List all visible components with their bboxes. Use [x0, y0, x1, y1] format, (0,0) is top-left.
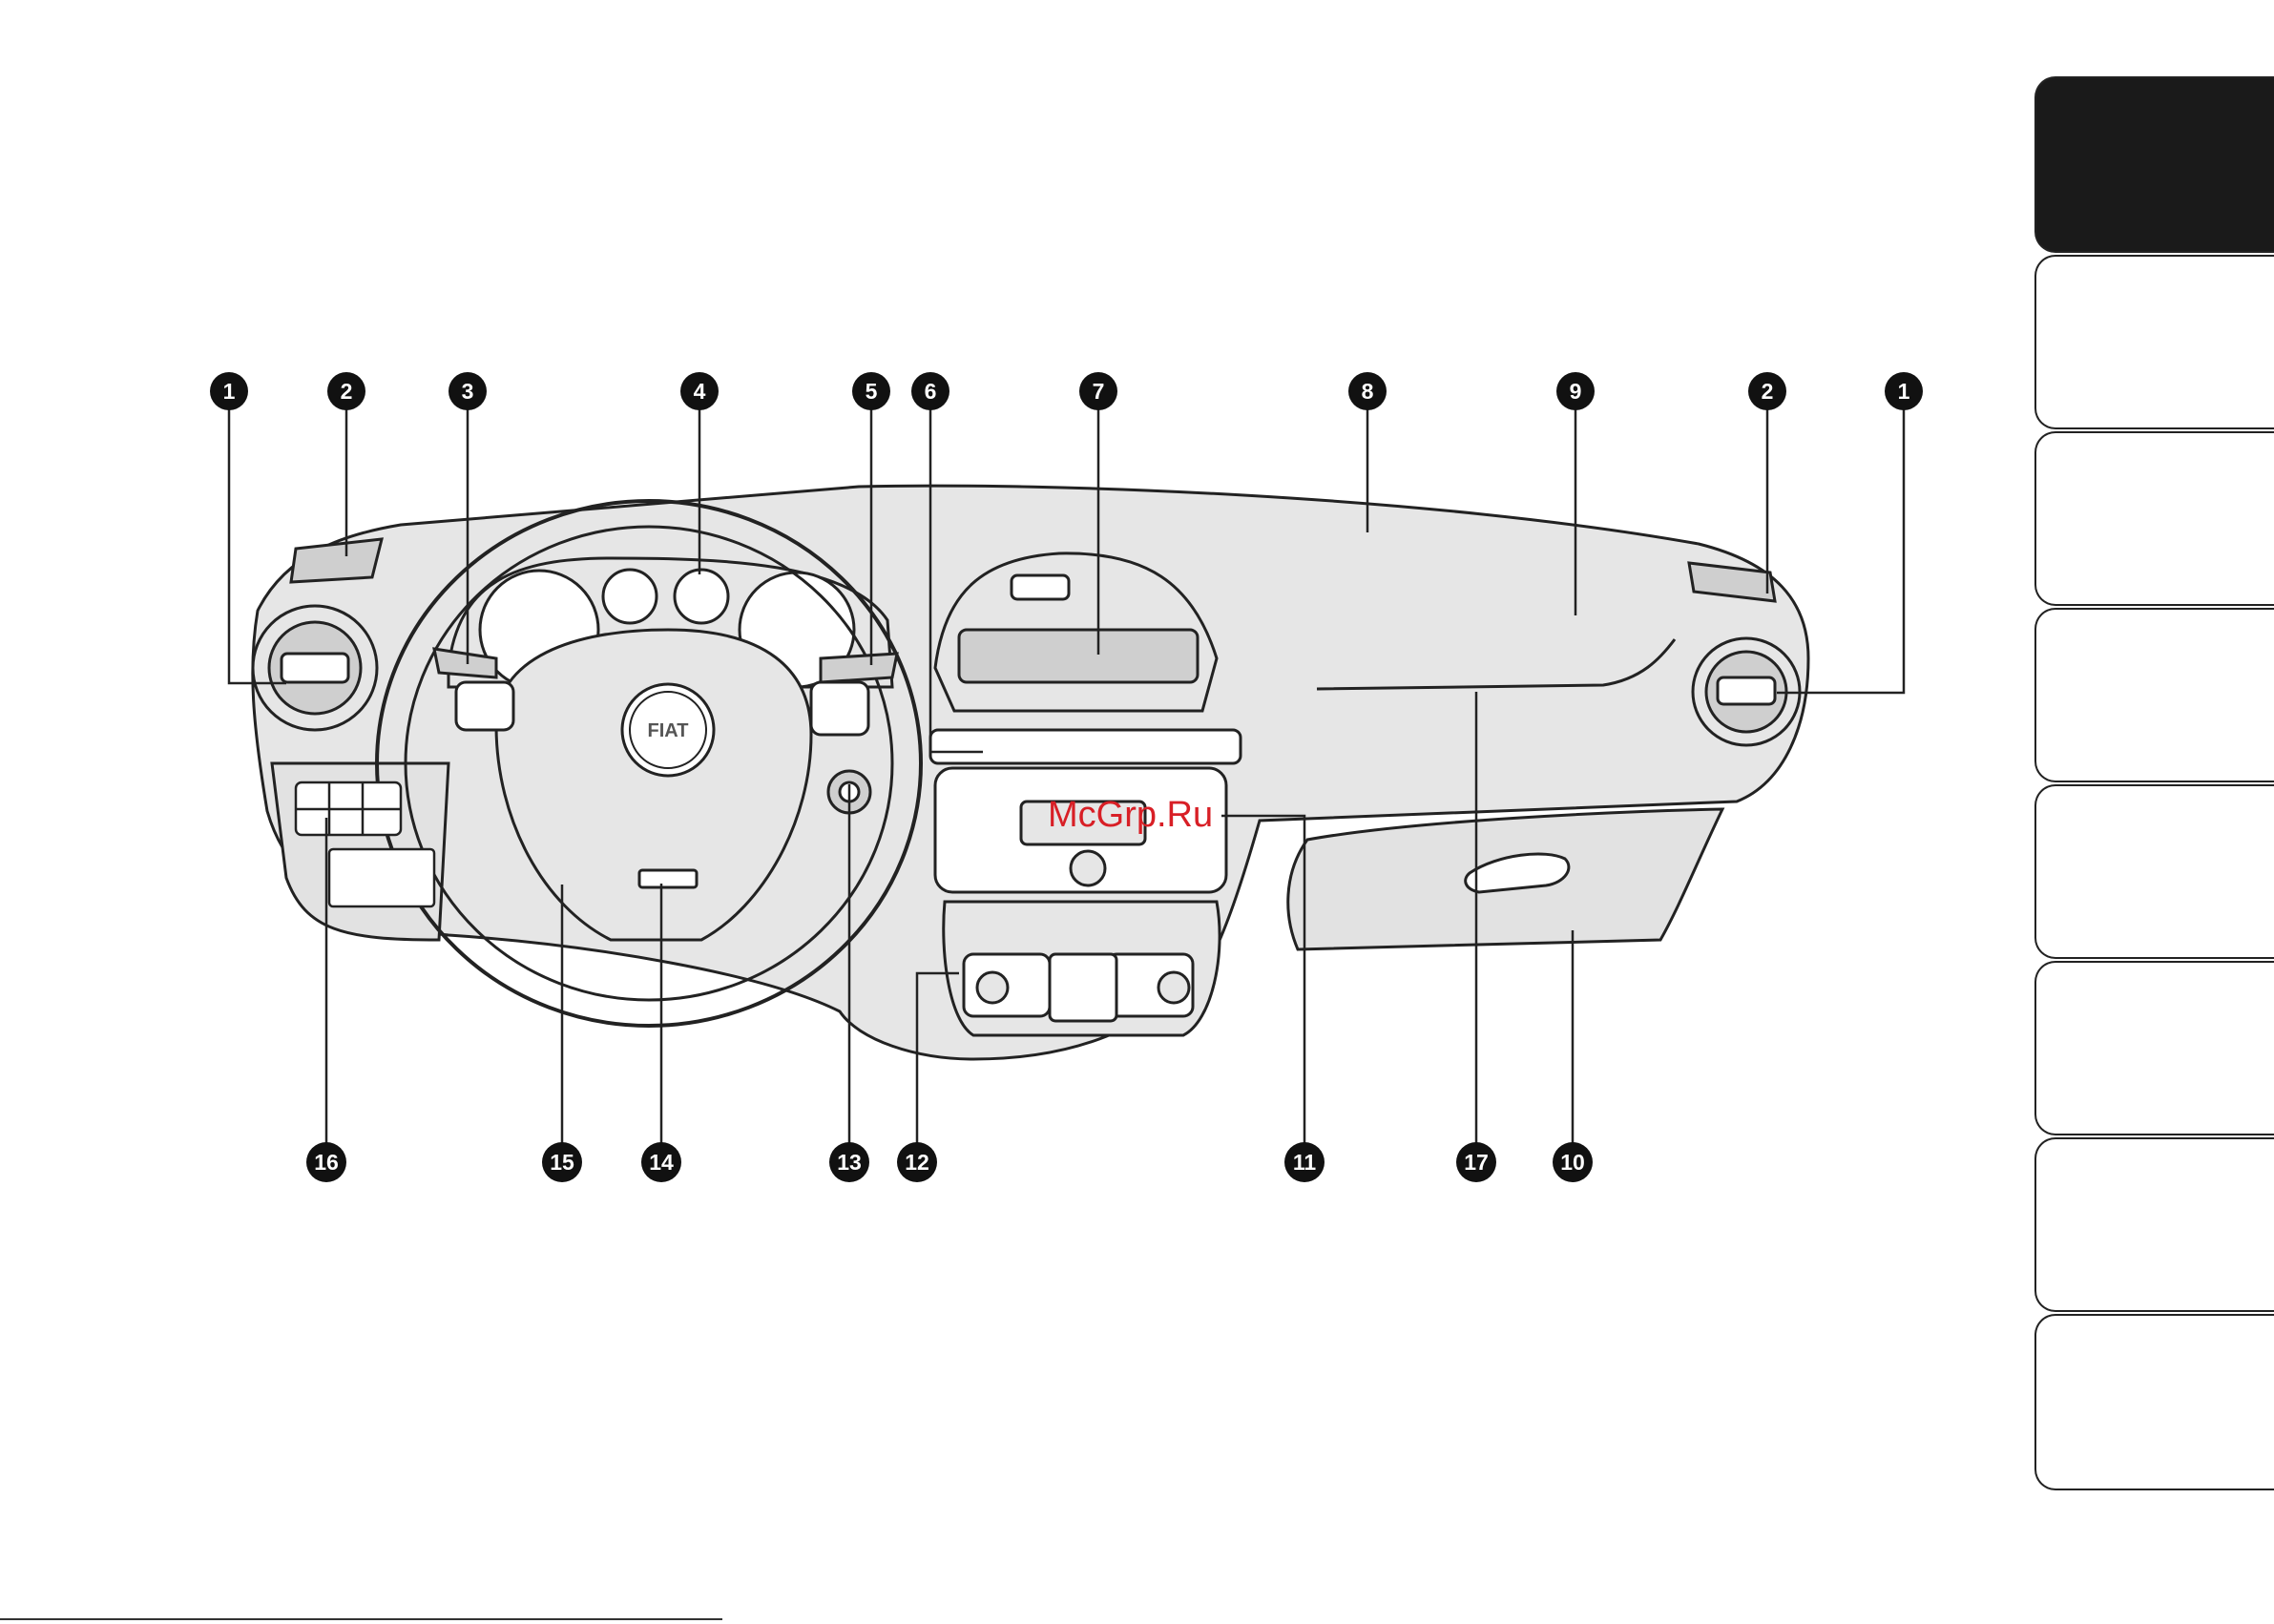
svg-text:12: 12 [905, 1150, 929, 1175]
svg-text:6: 6 [925, 379, 937, 404]
tab-7[interactable] [2034, 1137, 2274, 1312]
callout-10: 10 [1553, 1142, 1593, 1182]
svg-text:4: 4 [694, 379, 706, 404]
svg-text:1: 1 [1898, 379, 1910, 404]
tab-5[interactable] [2034, 784, 2274, 959]
tab-1[interactable] [2034, 76, 2274, 253]
callout-6: 6 [911, 372, 949, 410]
tab-8[interactable] [2034, 1314, 2274, 1490]
callout-9: 9 [1556, 372, 1595, 410]
tab-4[interactable] [2034, 608, 2274, 782]
svg-text:14: 14 [649, 1150, 674, 1175]
svg-text:16: 16 [314, 1150, 339, 1175]
callout-3: 3 [449, 372, 487, 410]
svg-text:13: 13 [837, 1150, 862, 1175]
callout-4: 4 [680, 372, 719, 410]
callout-1-right: 1 [1885, 372, 1923, 410]
callout-8: 8 [1348, 372, 1387, 410]
callout-11: 11 [1284, 1142, 1325, 1182]
steering-badge: FIAT [648, 720, 689, 741]
watermark-text: McGrp.Ru [1048, 795, 1213, 835]
callout-5: 5 [852, 372, 890, 410]
callout-2-right: 2 [1748, 372, 1786, 410]
callout-15: 15 [542, 1142, 582, 1182]
air-vent-left [253, 539, 382, 730]
callout-2-left: 2 [327, 372, 365, 410]
callout-13: 13 [829, 1142, 869, 1182]
tab-2[interactable] [2034, 255, 2274, 429]
svg-text:2: 2 [1762, 379, 1774, 404]
callout-14: 14 [641, 1142, 681, 1182]
svg-text:15: 15 [550, 1150, 574, 1175]
callout-16: 16 [306, 1142, 346, 1182]
svg-text:10: 10 [1560, 1150, 1585, 1175]
svg-text:11: 11 [1293, 1150, 1317, 1175]
svg-text:5: 5 [866, 379, 878, 404]
svg-text:7: 7 [1093, 379, 1105, 404]
tab-6[interactable] [2034, 961, 2274, 1135]
callout-12: 12 [897, 1142, 937, 1182]
callout-17: 17 [1456, 1142, 1496, 1182]
callout-7: 7 [1079, 372, 1117, 410]
svg-text:2: 2 [341, 379, 353, 404]
bottom-rule [0, 1618, 722, 1620]
svg-text:8: 8 [1362, 379, 1374, 404]
svg-text:3: 3 [462, 379, 474, 404]
tab-3[interactable] [2034, 431, 2274, 606]
callout-1-left: 1 [210, 372, 248, 410]
svg-text:1: 1 [223, 379, 236, 404]
svg-text:9: 9 [1570, 379, 1582, 404]
svg-text:17: 17 [1464, 1150, 1489, 1175]
